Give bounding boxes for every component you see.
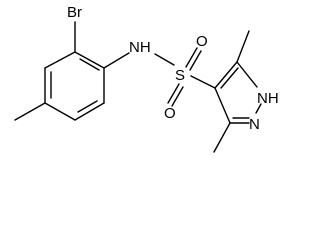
bond-c3-c4 [74,102,105,121]
bond-c3-c4 [214,87,231,124]
bond-c-methyl-para [14,102,46,121]
double-bond-inner-2 [77,100,98,113]
benzene-ring [44,51,105,121]
bromine-atom-label: Br [67,4,82,21]
amide-nh-label: NH [129,39,151,56]
bond-c5-methyl [236,30,250,63]
bond-c3-methyl [213,122,231,153]
oxygen-top-label: O [196,33,208,50]
pyrazole-n-label: N [249,116,260,133]
bond-s-o-bottom-a [167,83,180,104]
bond-c4-c5 [44,102,76,121]
bond-c5-n1 [236,61,258,88]
sulfur-atom-label: S [175,67,185,84]
double-bond-inner-1 [79,58,100,71]
bond-c6-c1 [44,51,76,69]
bond-c4-c5-pyr-double [220,67,239,89]
molecule-structure-diagram: Br NH S O O NH N [14,4,279,153]
bond-n1-n2 [255,103,262,114]
bond-s-o-top-a [185,47,198,68]
oxygen-bottom-label: O [164,105,176,122]
bond-c4-c5-pyr [214,61,238,89]
bond-s-pyrazole [190,75,216,89]
pyrazole-ring [214,61,262,124]
bond-ring-nh [103,52,130,69]
bond-s-o-bottom-b [171,86,184,107]
pyrazole-nh-label: NH [257,90,279,107]
bond-nh-s [154,53,175,66]
bond-s-o-top-b [189,50,202,71]
bond-c1-c2 [74,51,105,69]
